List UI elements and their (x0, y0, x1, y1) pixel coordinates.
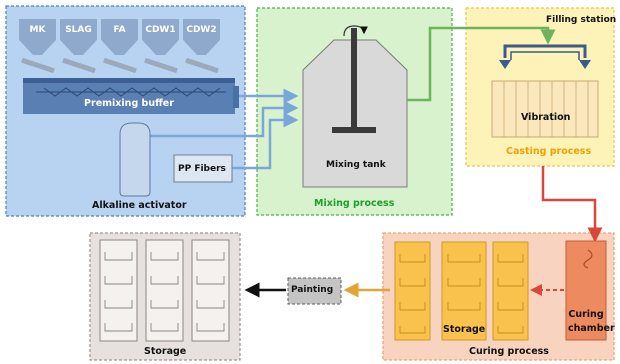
painting-box (287, 277, 342, 305)
nozzle-right-icon (579, 60, 591, 69)
mould-dividers (503, 81, 589, 137)
final-rack-2 (145, 239, 184, 342)
hopper-label: FA (113, 25, 126, 35)
curing-rack-1 (394, 241, 431, 341)
rotation-icon (343, 25, 368, 37)
pipe-fibers-to-tank (232, 112, 299, 170)
filling-station-label: Filling station (546, 15, 617, 25)
heating-coil-icon (583, 249, 593, 269)
mixing-tank-label: Mixing tank (326, 160, 386, 170)
final-storage-caption: Storage (144, 346, 187, 357)
curing-rack-2 (441, 241, 487, 341)
nozzle-left-icon (499, 60, 511, 69)
curing-chamber-label: Curing chamber (568, 309, 615, 334)
mixing-process-caption: Mixing process (314, 198, 395, 209)
hopper-label: CDW1 (145, 25, 176, 35)
alkaline-activator-label: Alkaline activator (92, 200, 187, 211)
pp-fibers-box (173, 154, 233, 183)
vibration-label: Vibration (521, 112, 571, 123)
pipe-casting-to-curing (541, 166, 603, 243)
curing-storage-label: Storage (443, 324, 486, 335)
final-storage-racks (99, 239, 230, 342)
pp-fibers-label: PP Fibers (178, 164, 226, 174)
curing-chamber (565, 240, 607, 341)
mixer-blade (332, 127, 376, 133)
pipe-tank-to-filling (407, 26, 556, 102)
activator-tank (119, 122, 151, 197)
casting-process-caption: Casting process (506, 146, 592, 157)
vibration-mould (491, 80, 599, 138)
filling-distributor-inner (510, 51, 580, 60)
painting-label: Painting (291, 285, 334, 295)
final-rack-1 (99, 239, 138, 342)
premixing-buffer-label: Premixing buffer (84, 98, 174, 109)
hopper-label: MK (29, 25, 46, 35)
curing-rack-3 (492, 241, 529, 341)
hopper-label: SLAG (65, 25, 92, 35)
pipe-activator-to-tank (140, 100, 299, 138)
mixer-shaft (351, 28, 357, 130)
buffer-top-rim (23, 78, 235, 83)
curing-rack-shelves (399, 254, 524, 334)
final-rack-shelves (104, 252, 225, 332)
curing-racks (394, 241, 529, 341)
curing-process-caption: Curing process (469, 346, 549, 357)
hopper-label: CDW2 (186, 25, 217, 35)
buffer-outlet (233, 86, 239, 108)
filling-distributor (503, 44, 587, 58)
final-rack-3 (191, 239, 230, 342)
